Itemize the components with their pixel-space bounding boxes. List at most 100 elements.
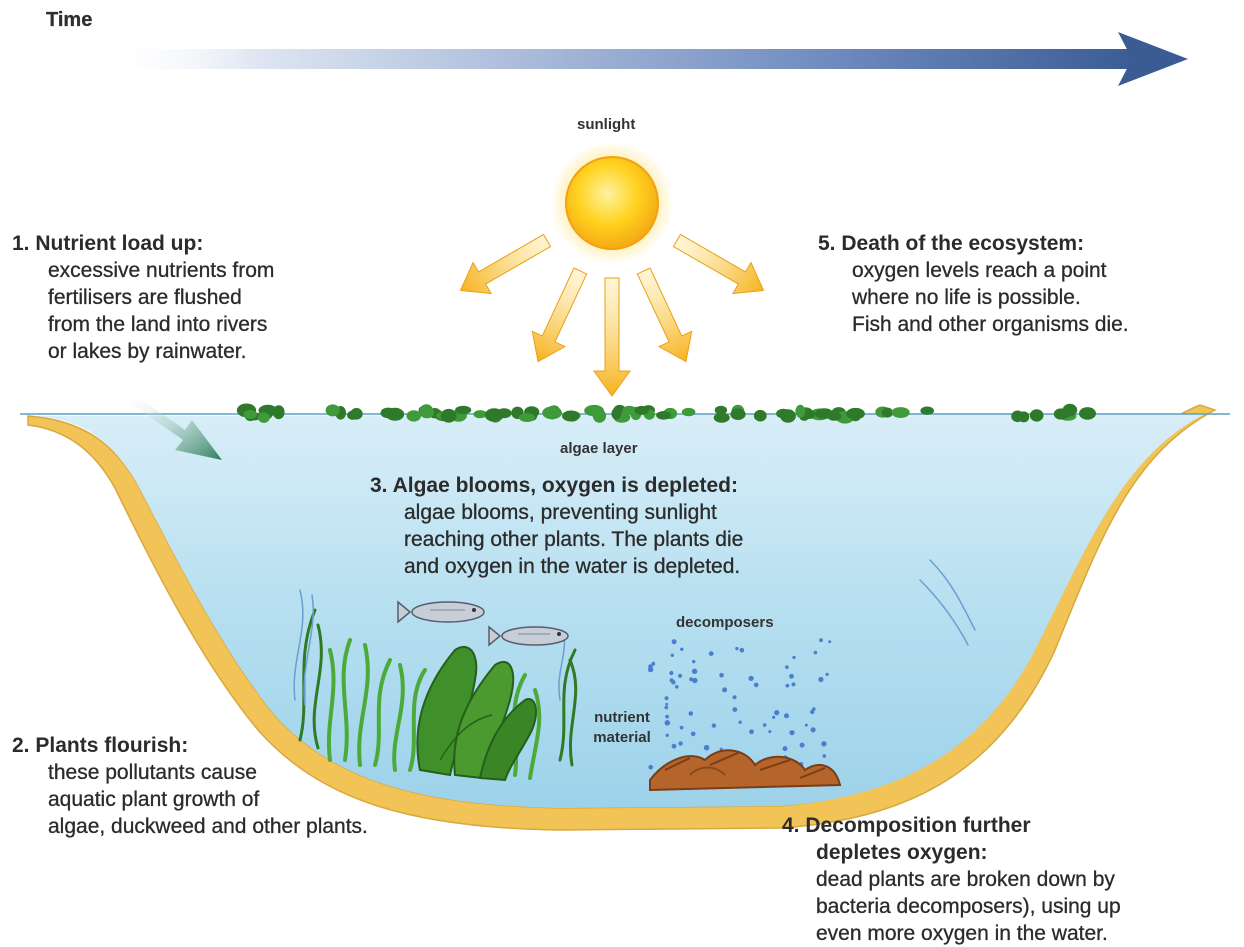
step-3-algae-blooms: 3. Algae blooms, oxygen is depleted: alg… [370,472,743,580]
step-text: oxygen levels reach a point [818,257,1129,284]
step-heading: 4. Decomposition further [782,812,1121,839]
decomposer-dot-icon [672,639,677,644]
decomposer-dot-icon [665,696,669,700]
decomposer-dot-icon [818,677,823,682]
decomposer-dot-icon [811,727,816,732]
step-text: Fish and other organisms die. [818,311,1129,338]
algae-blob-icon [634,406,649,415]
algae-blob-icon [682,408,696,416]
sun-ray-icon [594,278,630,396]
decomposer-dot-icon [666,734,669,737]
decomposer-dot-icon [772,716,775,719]
algae-blob-icon [542,406,562,419]
sun-ray-icon [451,222,560,306]
step-text: algae blooms, preventing sunlight [370,499,743,526]
algae-blob-icon [258,412,270,423]
step-heading: depletes oxygen: [782,839,1121,866]
decomposer-dot-icon [689,711,694,716]
algae-blob-icon [273,405,285,419]
sunlight-label: sunlight [577,116,635,133]
decomposer-dot-icon [680,648,683,651]
algae-blob-icon [730,408,745,420]
step-heading: 5. Death of the ecosystem: [818,230,1129,257]
step-text: these pollutants cause [12,759,368,786]
decomposer-dot-icon [675,685,679,689]
decomposer-dot-icon [754,683,759,688]
step-text: or lakes by rainwater. [12,338,274,365]
time-arrow [100,32,1188,86]
algae-blob-icon [584,405,604,416]
decomposer-dot-icon [692,678,697,683]
algae-blob-icon [347,411,358,420]
decomposer-dot-icon [669,671,673,675]
algae-blob-icon [754,410,767,422]
step-text: excessive nutrients from [12,257,274,284]
step-heading: 2. Plants flourish: [12,732,368,759]
decomposer-dot-icon [810,710,814,714]
decomposer-dot-icon [828,640,831,643]
decomposer-dot-icon [678,741,682,745]
decomposer-dot-icon [719,673,724,678]
step-text: fertilisers are flushed [12,284,274,311]
algae-blob-icon [920,407,934,415]
decomposer-dot-icon [691,732,696,737]
decomposer-dot-icon [678,674,682,678]
algae-blob-icon [623,406,637,415]
decomposer-dot-icon [819,638,823,642]
decomposer-dot-icon [792,682,796,686]
algae-blob-icon [1018,411,1029,422]
decomposer-dot-icon [733,695,737,699]
decomposer-dot-icon [665,720,671,726]
algae-blob-icon [407,410,422,421]
decomposer-dot-icon [823,754,827,758]
algae-blob-icon [485,408,504,422]
decomposer-dot-icon [665,715,669,719]
decomposer-dot-icon [671,654,674,657]
algae-blob-icon [815,408,834,419]
step-text: where no life is possible. [818,284,1129,311]
sun-ray-icon [627,263,702,369]
step-1-nutrient-load: 1. Nutrient load up: excessive nutrients… [12,230,274,365]
decomposer-dot-icon [680,726,684,730]
algae-blob-icon [882,408,893,418]
decomposer-dot-icon [814,651,818,655]
algae-layer-label: algae layer [560,440,638,457]
algae-blob-icon [474,410,487,418]
step-4-decomposition: 4. Decomposition further depletes oxygen… [782,812,1121,947]
algae-blob-icon [455,406,471,415]
decomposer-dot-icon [786,684,790,688]
decomposer-dot-icon [648,765,653,770]
decomposer-dot-icon [805,724,808,727]
decomposer-dot-icon [763,723,767,727]
decomposer-dot-icon [722,687,727,692]
algae-blob-icon [1079,407,1096,420]
decomposers-label: decomposers [676,614,774,631]
decomposer-dot-icon [692,669,697,674]
decomposer-dot-icon [704,745,710,751]
step-text: aquatic plant growth of [12,786,368,813]
decomposer-dot-icon [648,667,653,672]
algae-blob-icon [567,412,579,422]
step-text: from the land into rivers [12,311,274,338]
decomposer-dot-icon [826,673,829,676]
step-5-death-of-ecosystem: 5. Death of the ecosystem: oxygen levels… [818,230,1129,338]
step-text: even more oxygen in the water. [782,920,1121,947]
algae-blob-icon [326,404,340,416]
decomposer-dot-icon [792,656,795,659]
decomposer-dot-icon [665,703,668,706]
decomposer-dot-icon [784,713,789,718]
decomposer-dot-icon [749,676,754,681]
decomposer-dot-icon [692,660,695,663]
sun-ray-icon [522,263,597,369]
step-text: and oxygen in the water is depleted. [370,553,743,580]
decomposer-dot-icon [712,723,716,727]
decomposer-dot-icon [821,741,826,746]
algae-blob-icon [611,408,621,420]
algae-blob-icon [892,407,910,418]
step-2-plants-flourish: 2. Plants flourish: these pollutants cau… [12,732,368,840]
step-text: reaching other plants. The plants die [370,526,743,553]
sun-icon [550,141,674,265]
sun-ray-icon [668,225,773,306]
decomposer-dot-icon [732,707,737,712]
time-label: Time [46,9,92,32]
